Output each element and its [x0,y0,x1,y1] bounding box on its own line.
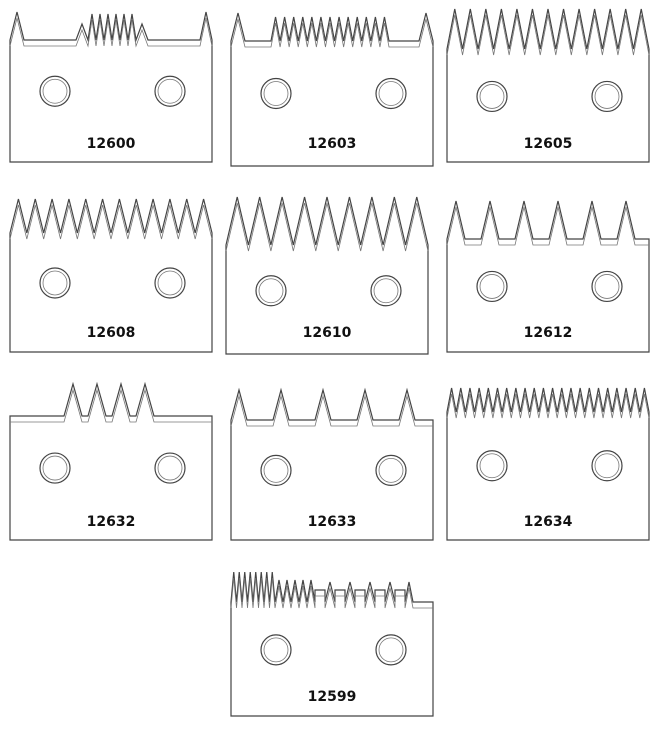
blade-bevel-line [225,202,429,252]
mounting-hole-inner-1 [263,637,289,663]
blade-label: 12610 [303,325,352,341]
mounting-hole-inner-2 [594,84,620,109]
blade-12599: 12599 [230,571,434,717]
blade-label: 12612 [524,325,573,341]
mounting-hole-inner-1 [479,453,505,479]
mounting-hole-inner-2 [594,274,620,299]
blade-label: 12600 [87,136,136,152]
blade-body-outline [225,196,429,355]
blade-12603: 12603 [230,12,434,167]
mounting-hole-inner-1 [42,270,68,296]
mounting-hole-1 [476,80,508,113]
mounting-hole-1 [39,267,71,299]
blade-12632: 12632 [9,381,213,541]
mounting-hole-2 [154,75,186,107]
mounting-hole-2 [591,270,623,303]
mounting-hole-inner-2 [373,278,399,304]
blade-label: 12632 [87,514,136,530]
mounting-hole-inner-2 [157,455,183,481]
mounting-hole-1 [39,75,71,107]
blade-bevel-line [446,206,649,246]
blade-body-outline [230,571,434,717]
blade-bevel-line [230,18,434,48]
mounting-hole-inner-1 [263,81,289,106]
blade-12605: 12605 [446,8,650,163]
mounting-hole-1 [476,450,508,482]
blade-body-outline [446,387,650,541]
blade-body-outline [9,198,213,353]
blade-body-outline [446,8,650,163]
mounting-hole-1 [260,634,292,666]
mounting-hole-2 [154,452,186,484]
blade-12634: 12634 [446,387,650,541]
mounting-hole-inner-2 [378,457,404,483]
blade-body-outline [230,12,434,167]
blade-12608: 12608 [9,198,213,353]
mounting-hole-2 [591,80,623,113]
blade-12600: 12600 [9,11,213,163]
blade-label: 12599 [308,689,357,705]
mounting-hole-1 [260,77,292,110]
mounting-hole-1 [39,452,71,484]
mounting-hole-inner-1 [42,455,68,481]
blade-label: 12634 [524,514,573,530]
blade-label: 12633 [308,514,357,530]
mounting-hole-inner-1 [479,84,505,109]
blade-bevel-line [230,394,433,427]
mounting-hole-inner-1 [263,457,289,483]
blade-label: 12605 [524,136,573,152]
mounting-hole-inner-2 [157,270,183,296]
blade-label: 12603 [308,136,357,152]
blade-bevel-line [446,14,650,56]
mounting-hole-2 [375,77,407,110]
blade-12612: 12612 [446,200,650,353]
mounting-hole-1 [476,270,508,303]
blade-12610: 12610 [225,196,429,355]
blade-body-outline [9,11,213,163]
mounting-hole-inner-2 [157,78,183,104]
mounting-hole-2 [154,267,186,299]
mounting-hole-1 [260,454,292,486]
blade-body-outline [230,387,434,541]
blade-label: 12608 [87,325,136,341]
mounting-hole-inner-2 [594,453,620,479]
mounting-hole-2 [370,275,402,307]
mounting-hole-inner-1 [42,78,68,104]
blade-12633: 12633 [230,387,434,541]
mounting-hole-inner-1 [258,278,284,304]
mounting-hole-2 [375,454,407,486]
blade-body-outline [9,381,213,541]
mounting-hole-inner-1 [479,274,505,299]
mounting-hole-1 [255,275,287,307]
blades-layer: 12600 12603 12605 12608 12610 12612 12632 12633… [9,8,650,717]
blade-bevel-line [10,388,212,423]
blade-bevel-line [9,204,213,240]
blade-bevel-line [230,577,433,609]
blade-bevel-line [446,393,650,419]
mounting-hole-2 [591,450,623,482]
mounting-hole-inner-2 [378,81,404,106]
blade-bevel-line [9,17,213,48]
mounting-hole-inner-2 [378,637,404,663]
mounting-hole-2 [375,634,407,666]
